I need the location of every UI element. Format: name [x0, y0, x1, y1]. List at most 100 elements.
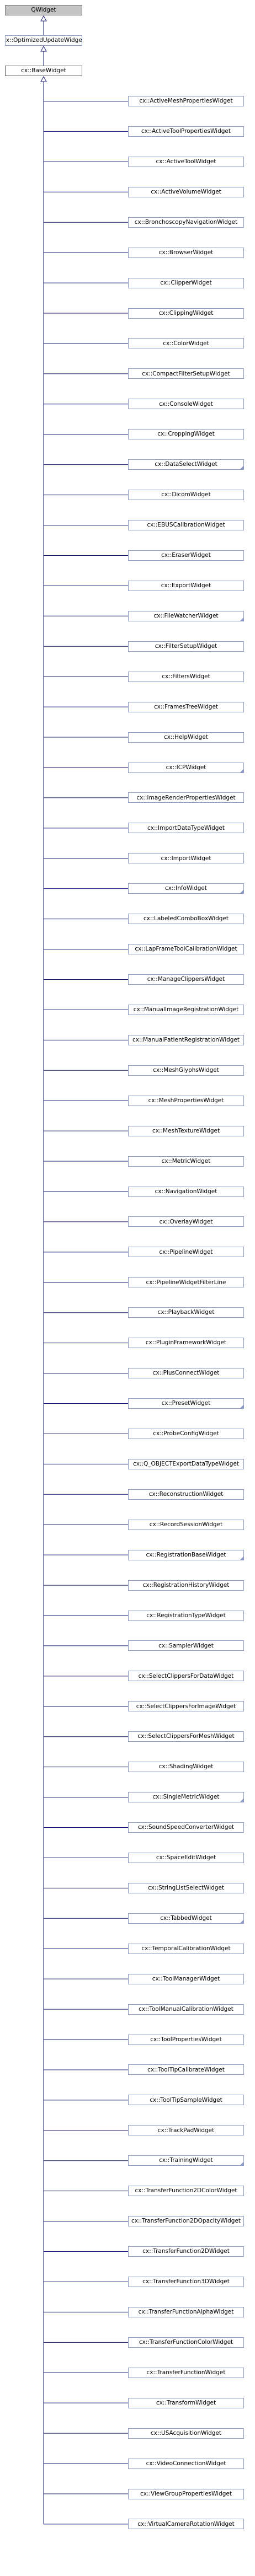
root-class-node[interactable]: QWidget	[5, 5, 82, 15]
derived-class-node[interactable]: cx::ToolManualCalibrationWidget	[128, 2004, 244, 2015]
derived-class-label: cx::OverlayWidget	[159, 1218, 213, 1225]
derived-class-node[interactable]: cx::TransformWidget	[128, 2397, 244, 2408]
derived-class-node[interactable]: cx::TransferFunction2DColorWidget	[128, 2186, 244, 2197]
derived-class-node[interactable]: cx::SamplerWidget	[128, 1640, 244, 1651]
derived-class-label: cx::SelectClippersForDataWidget	[138, 1672, 234, 1679]
derived-class-node[interactable]: cx::ProbeConfigWidget	[128, 1428, 244, 1439]
derived-class-node[interactable]: cx::ToolPropertiesWidget	[128, 2034, 244, 2045]
derived-class-node[interactable]: cx::FiltersWidget	[128, 671, 244, 682]
derived-class-label: cx::HelpWidget	[164, 733, 208, 740]
derived-class-node[interactable]: cx::ActiveToolWidget	[128, 156, 244, 167]
derived-class-node[interactable]: cx::ToolManagerWidget	[128, 1973, 244, 1984]
derived-class-node[interactable]: cx::EraserWidget	[128, 550, 244, 561]
derived-class-node[interactable]: cx::TransferFunction2DWidget	[128, 2246, 244, 2257]
derived-class-node[interactable]: cx::TransferFunction2DOpacityWidget	[128, 2216, 244, 2227]
derived-class-label: cx::TransferFunctionColorWidget	[139, 2339, 233, 2346]
derived-class-node[interactable]: cx::FileWatcherWidget	[128, 610, 244, 621]
derived-class-node[interactable]: cx::DataSelectWidget	[128, 459, 244, 470]
derived-class-node[interactable]: cx::RegistrationHistoryWidget	[128, 1580, 244, 1591]
derived-class-node[interactable]: cx::SoundSpeedConverterWidget	[128, 1822, 244, 1833]
derived-class-node[interactable]: cx::ReconstructionWidget	[128, 1489, 244, 1500]
derived-class-node[interactable]: cx::ManualPatientRegistrationWidget	[128, 1034, 244, 1045]
derived-class-node[interactable]: cx::TabbedWidget	[128, 1913, 244, 1924]
derived-class-node[interactable]: cx::ShadingWidget	[128, 1762, 244, 1773]
derived-class-node[interactable]: cx::FramesTreeWidget	[128, 701, 244, 712]
base-class-node[interactable]: cx::BaseWidget	[5, 66, 82, 76]
derived-class-label: cx::NavigationWidget	[155, 1188, 217, 1195]
derived-class-node[interactable]: cx::RecordSessionWidget	[128, 1519, 244, 1530]
derived-class-node[interactable]: cx::ActiveVolumeWidget	[128, 186, 244, 197]
derived-class-label: cx::TabbedWidget	[160, 1915, 212, 1922]
derived-class-node[interactable]: cx::PipelineWidgetFilterLine	[128, 1277, 244, 1288]
derived-class-node[interactable]: cx::ClippingWidget	[128, 308, 244, 319]
derived-class-node[interactable]: cx::LapFrameToolCalibrationWidget	[128, 944, 244, 954]
derived-class-node[interactable]: cx::ExportWidget	[128, 580, 244, 591]
derived-class-node[interactable]: cx::TrainingWidget	[128, 2155, 244, 2166]
derived-class-node[interactable]: cx::PipelineWidget	[128, 1247, 244, 1258]
derived-class-node[interactable]: cx::TransferFunctionAlphaWidget	[128, 2306, 244, 2317]
derived-class-node[interactable]: cx::ColorWidget	[128, 338, 244, 349]
derived-class-node[interactable]: cx::ImportDataTypeWidget	[128, 823, 244, 834]
derived-class-node[interactable]: cx::HelpWidget	[128, 732, 244, 743]
derived-class-label: cx::Q_OBJECTExportDataTypeWidget	[132, 1461, 240, 1468]
derived-class-node[interactable]: cx::VideoConnectionWidget	[128, 2458, 244, 2469]
derived-class-node[interactable]: cx::PluginFrameworkWidget	[128, 1338, 244, 1349]
derived-class-node[interactable]: cx::ManualImageRegistrationWidget	[128, 1004, 244, 1015]
derived-class-node[interactable]: cx::StringListSelectWidget	[128, 1882, 244, 1893]
derived-class-node[interactable]: cx::FilterSetupWidget	[128, 641, 244, 652]
derived-class-node[interactable]: cx::MetricWidget	[128, 1156, 244, 1167]
derived-class-node[interactable]: cx::MeshPropertiesWidget	[128, 1095, 244, 1106]
derived-class-node[interactable]: cx::ConsoleWidget	[128, 399, 244, 410]
derived-class-node[interactable]: cx::MeshGlyphsWidget	[128, 1065, 244, 1076]
derived-class-node[interactable]: cx::TrackPadWidget	[128, 2125, 244, 2136]
derived-class-node[interactable]: cx::ToolTipCalibrateWidget	[128, 2064, 244, 2075]
derived-class-node[interactable]: cx::PlaybackWidget	[128, 1307, 244, 1318]
derived-class-node[interactable]: cx::ActiveToolPropertiesWidget	[128, 126, 244, 137]
derived-class-node[interactable]: cx::BronchoscopyNavigationWidget	[128, 217, 244, 228]
derived-class-label: cx::SamplerWidget	[158, 1642, 214, 1649]
derived-class-node[interactable]: cx::ImportWidget	[128, 853, 244, 864]
derived-class-node[interactable]: cx::DicomWidget	[128, 490, 244, 501]
derived-class-node[interactable]: cx::ManageClippersWidget	[128, 974, 244, 985]
derived-class-node[interactable]: cx::VirtualCameraRotationWidget	[128, 2519, 244, 2530]
derived-class-node[interactable]: cx::RegistrationTypeWidget	[128, 1610, 244, 1621]
derived-class-node[interactable]: cx::EBUSCalibrationWidget	[128, 520, 244, 530]
derived-class-label: cx::TemporalCalibrationWidget	[141, 1945, 231, 1952]
derived-class-node[interactable]: cx::ActiveMeshPropertiesWidget	[128, 96, 244, 106]
derived-class-node[interactable]: cx::CroppingWidget	[128, 429, 244, 440]
derived-class-node[interactable]: cx::ViewGroupPropertiesWidget	[128, 2488, 244, 2499]
derived-class-node[interactable]: cx::TransferFunction3DWidget	[128, 2277, 244, 2287]
derived-class-node[interactable]: cx::SelectClippersForMeshWidget	[128, 1731, 244, 1742]
derived-class-label: cx::TransferFunction2DColorWidget	[135, 2187, 237, 2194]
derived-class-node[interactable]: cx::SingleMetricWidget	[128, 1792, 244, 1803]
derived-class-node[interactable]: cx::ToolTipSampleWidget	[128, 2095, 244, 2106]
derived-class-label: cx::TrackPadWidget	[157, 2127, 215, 2134]
intermediate-class-node[interactable]: cx::OptimizedUpdateWidget	[5, 35, 82, 46]
derived-class-node[interactable]: cx::ClipperWidget	[128, 277, 244, 288]
inheritance-edges	[40, 15, 128, 2525]
derived-class-label: cx::ToolManagerWidget	[152, 1975, 220, 1982]
derived-class-label: cx::PluginFrameworkWidget	[145, 1339, 227, 1346]
derived-class-node[interactable]: cx::OverlayWidget	[128, 1216, 244, 1227]
derived-class-node[interactable]: cx::PlusConnectWidget	[128, 1368, 244, 1379]
derived-class-node[interactable]: cx::SpaceEditWidget	[128, 1852, 244, 1863]
derived-class-label: cx::PipelineWidgetFilterLine	[146, 1279, 226, 1286]
derived-class-node[interactable]: cx::Q_OBJECTExportDataTypeWidget	[128, 1458, 244, 1469]
derived-class-node[interactable]: cx::ImageRenderPropertiesWidget	[128, 792, 244, 803]
derived-class-node[interactable]: cx::TemporalCalibrationWidget	[128, 1943, 244, 1954]
derived-class-node[interactable]: cx::RegistrationBaseWidget	[128, 1549, 244, 1560]
derived-class-node[interactable]: cx::USAcquisitionWidget	[128, 2428, 244, 2439]
derived-class-node[interactable]: cx::MeshTextureWidget	[128, 1125, 244, 1136]
derived-class-node[interactable]: cx::PresetWidget	[128, 1398, 244, 1409]
derived-class-node[interactable]: cx::TransferFunctionWidget	[128, 2367, 244, 2378]
derived-class-node[interactable]: cx::InfoWidget	[128, 883, 244, 894]
derived-class-node[interactable]: cx::NavigationWidget	[128, 1186, 244, 1197]
derived-class-node[interactable]: cx::ICPWidget	[128, 762, 244, 773]
derived-class-label: cx::TransferFunctionAlphaWidget	[138, 2309, 234, 2316]
derived-class-node[interactable]: cx::LabeledComboBoxWidget	[128, 914, 244, 925]
derived-class-node[interactable]: cx::SelectClippersForDataWidget	[128, 1671, 244, 1682]
derived-class-node[interactable]: cx::BrowserWidget	[128, 247, 244, 258]
derived-class-node[interactable]: cx::CompactFilterSetupWidget	[128, 368, 244, 379]
derived-class-node[interactable]: cx::SelectClippersForImageWidget	[128, 1701, 244, 1712]
derived-class-node[interactable]: cx::TransferFunctionColorWidget	[128, 2337, 244, 2348]
